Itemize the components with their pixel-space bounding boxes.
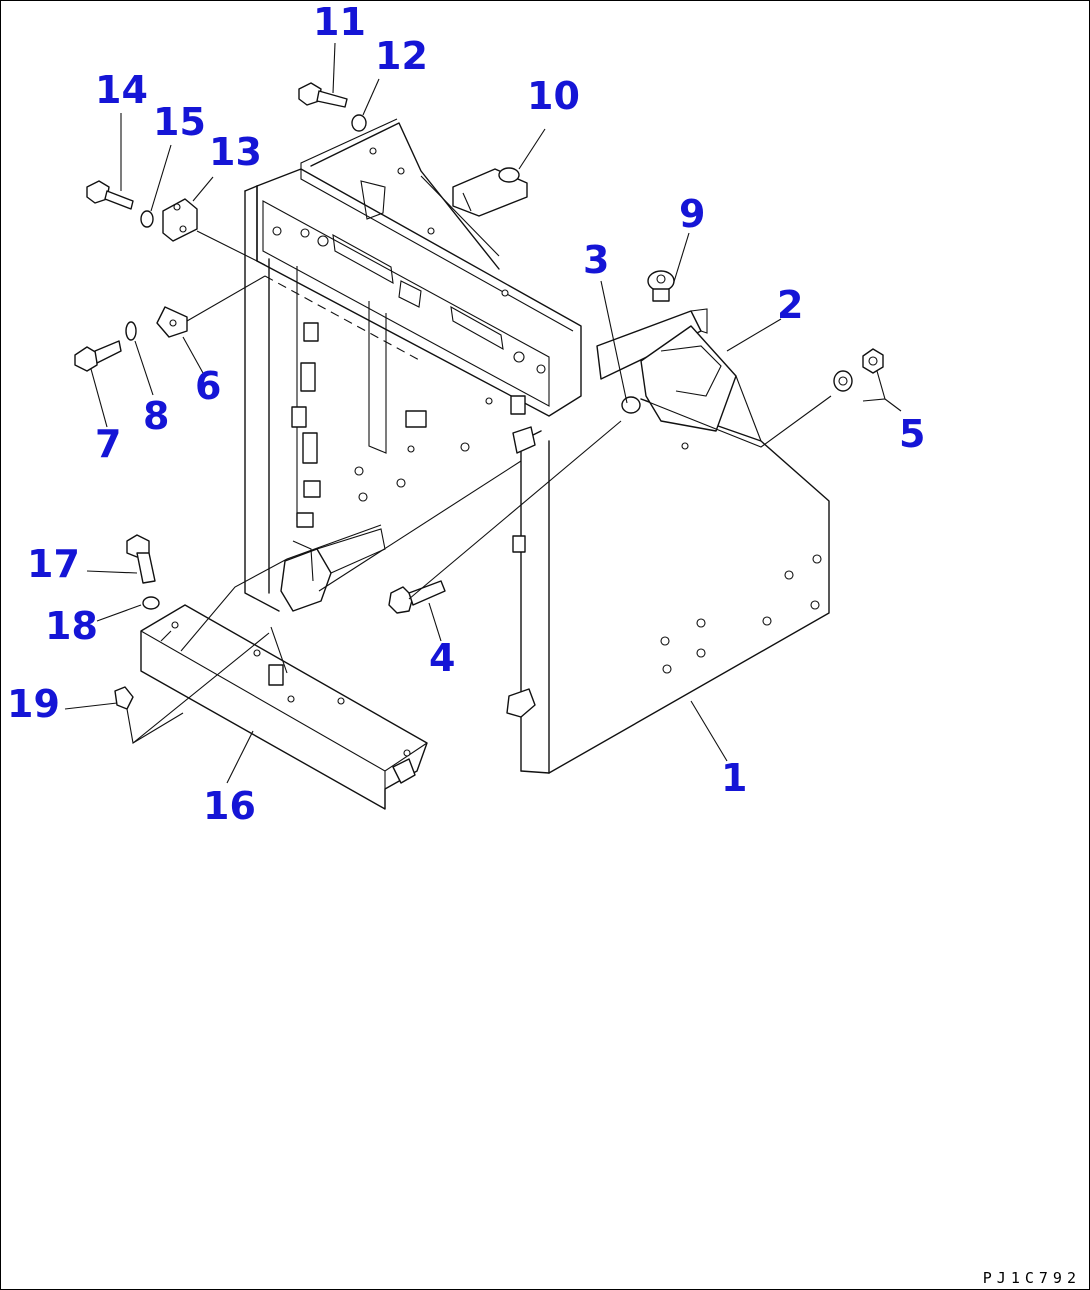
callout-1: 1 [721,756,747,800]
callout-2: 2 [777,283,803,327]
part-11-bolt [298,82,348,108]
part-7-bolt [74,340,122,372]
part-9-bolt [647,270,675,302]
part-17-bolt [126,534,156,584]
part-8-washer [125,321,137,341]
callout-3: 3 [583,238,609,282]
callout-9: 9 [679,192,705,236]
part-3-washer [621,396,641,414]
part-10-hinge [452,167,528,217]
part-1-panel [244,122,830,774]
callout-15: 15 [153,100,206,144]
part-16-rail [140,604,428,810]
assembly-lines [126,118,832,745]
callout-7: 7 [95,422,121,466]
callout-4: 4 [429,636,455,680]
part-15-washer [140,210,154,228]
part-4-bolt [388,580,446,614]
callout-labels: 1 2 3 4 5 6 7 8 9 10 11 12 13 14 15 16 1… [7,1,925,828]
part-2-bracket [596,308,762,442]
drawing-code: PJ1C792 [982,1269,1081,1287]
callout-leaders [64,42,902,784]
callout-16: 16 [203,784,256,828]
part-18-washer [142,596,160,610]
callout-14: 14 [95,68,148,112]
callout-10: 10 [527,74,580,118]
callout-5: 5 [899,412,925,456]
part-5-nuts [833,348,884,392]
callout-6: 6 [195,364,221,408]
part-13-plate [162,198,198,242]
callout-12: 12 [375,34,428,78]
part-12-washer [351,114,367,132]
callout-8: 8 [143,394,169,438]
part-6-plate [156,306,188,338]
callout-19: 19 [7,682,60,726]
callout-17: 17 [27,542,80,586]
callout-11: 11 [313,1,366,44]
callout-18: 18 [45,604,98,648]
callout-13: 13 [209,130,262,174]
part-14-bolt [86,180,134,210]
part-19-bolt [114,686,134,710]
